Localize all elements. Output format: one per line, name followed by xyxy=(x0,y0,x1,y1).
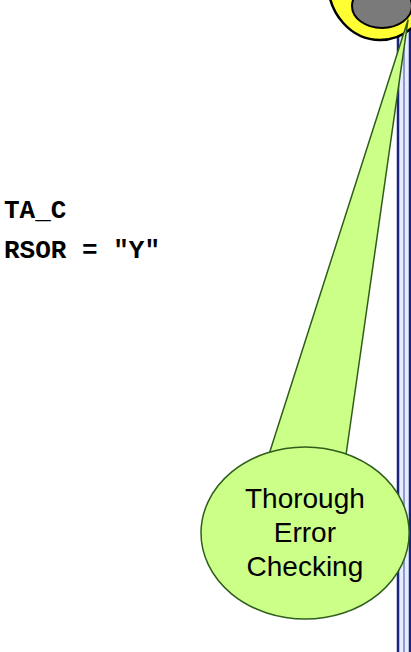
code-fragment: RSOR = "Y" xyxy=(4,236,160,266)
callout-ellipse xyxy=(201,447,409,619)
icon-face xyxy=(328,0,411,40)
callout-bubble: Thorough Error Checking xyxy=(200,446,410,620)
callout-tail xyxy=(264,20,408,470)
code-fragment: TA_C xyxy=(4,196,66,226)
icon-mouth xyxy=(352,0,411,28)
callout-text: Thorough Error Checking xyxy=(239,482,371,584)
